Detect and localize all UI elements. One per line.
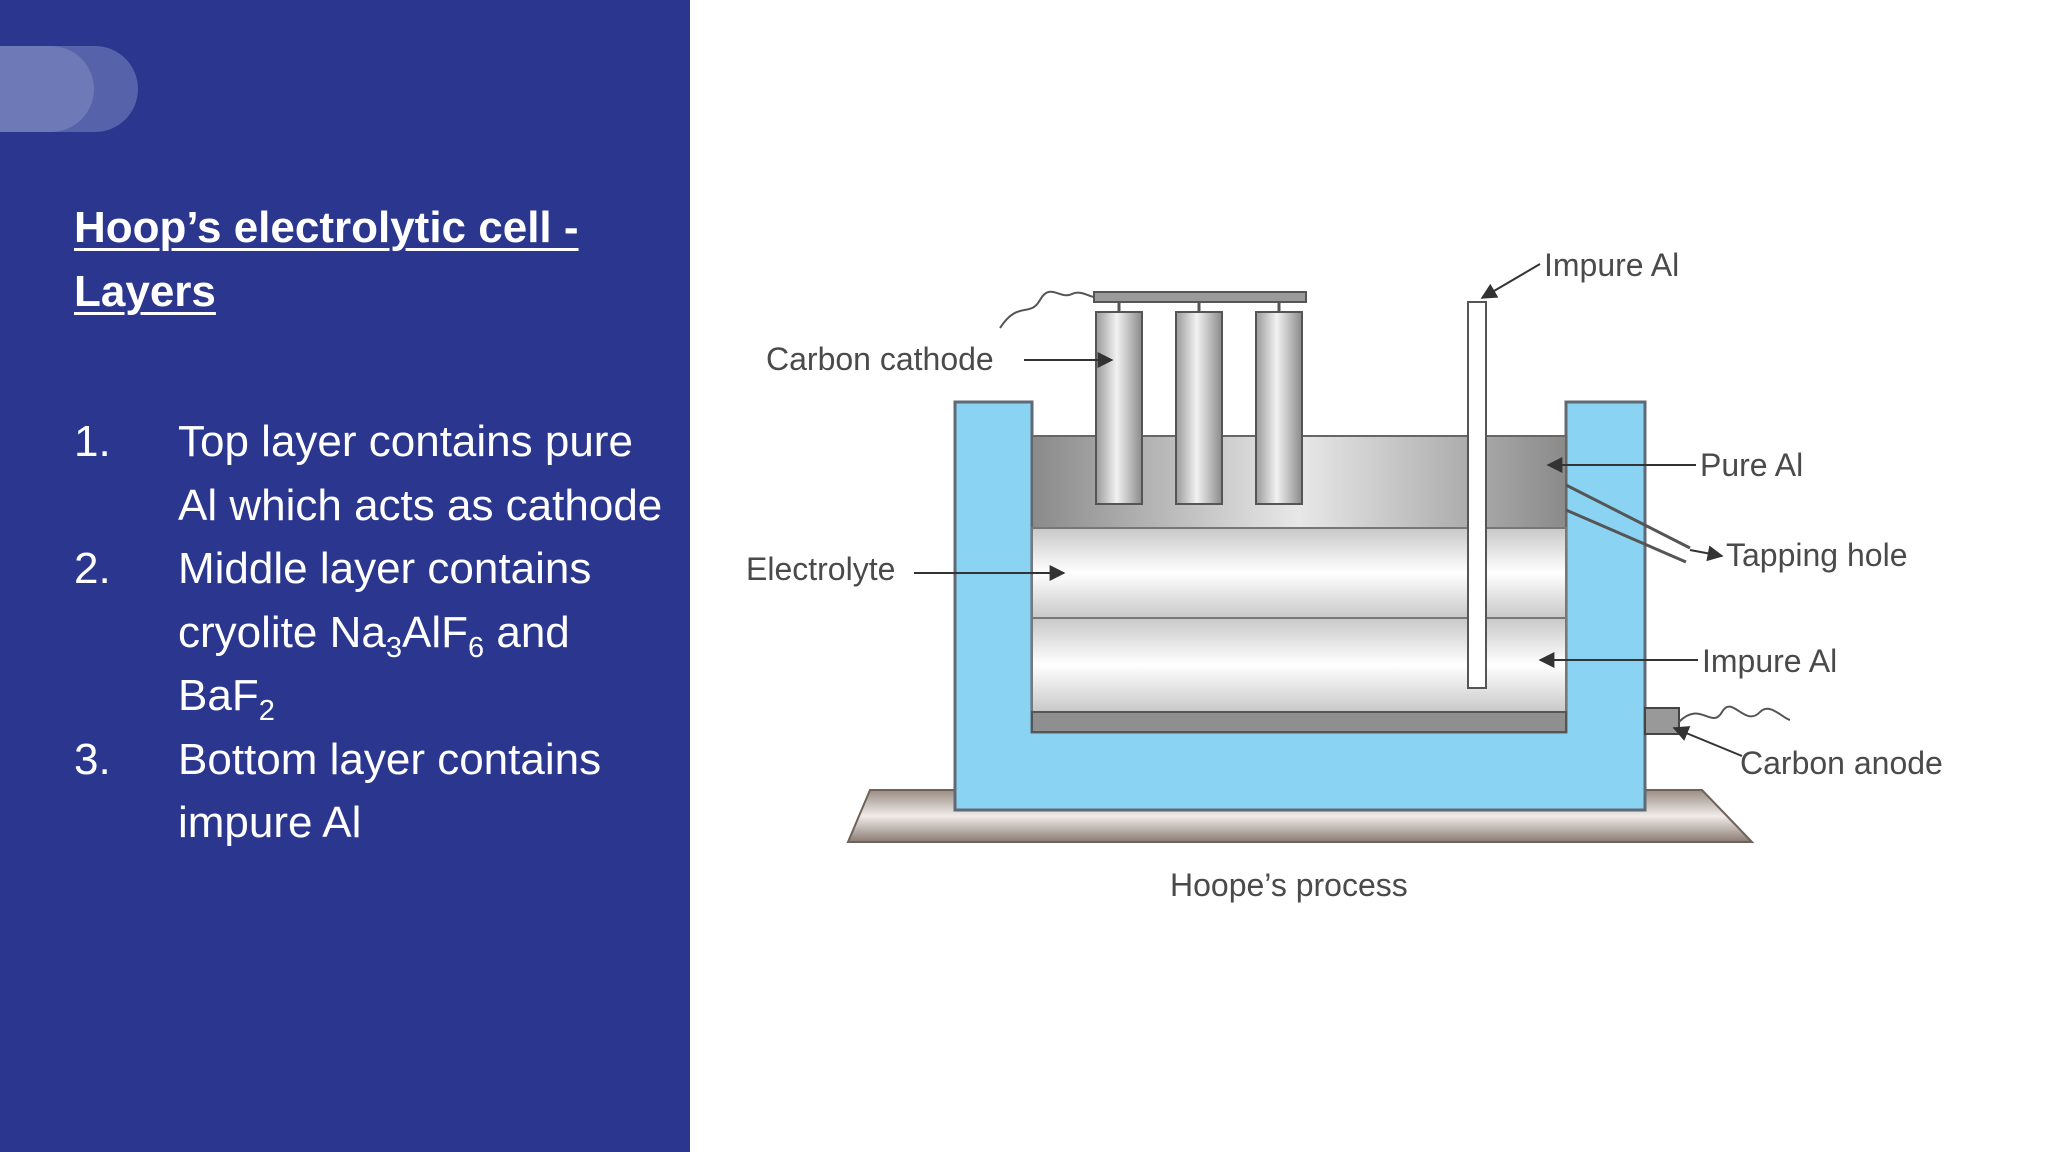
- subscript: 3: [385, 631, 402, 664]
- arrow-impure-al-top: [1480, 263, 1541, 299]
- label-impure-al-top: Impure Al: [1544, 247, 1679, 283]
- label-impure-al-bottom: Impure Al: [1702, 643, 1837, 679]
- feed-tube: [1467, 301, 1487, 689]
- text-part: and BaF: [178, 607, 570, 721]
- label-pure-al: Pure Al: [1700, 447, 1803, 483]
- carbon-cathode-rod: [1255, 311, 1303, 505]
- cathode-wire: [999, 290, 1095, 329]
- list-text: Middle layer contains cryolite Na3AlF6 a…: [178, 537, 674, 728]
- subscript: 2: [258, 695, 275, 727]
- diagram-caption: Hoope’s process: [1170, 867, 1408, 903]
- label-electrolyte: Electrolyte: [746, 551, 895, 587]
- arrow-carbon-anode: [1672, 726, 1743, 757]
- list-text: Bottom layer contains impure Al: [178, 734, 602, 848]
- anode-wire: [1678, 705, 1791, 723]
- carbon-cathode-rod: [1175, 311, 1223, 505]
- subscript: 6: [467, 631, 485, 664]
- label-carbon-anode: Carbon anode: [1740, 745, 1943, 781]
- label-tapping-hole: Tapping hole: [1726, 537, 1907, 573]
- tapping-hole-pipe-lower: [1565, 508, 1687, 564]
- text-part: Middle layer contains cryolite Na: [178, 544, 592, 657]
- list-number: 2.: [74, 544, 111, 593]
- decor-pill-inner: [0, 46, 94, 132]
- hoope-process-diagram: Carbon cathode Impure Al Pure Al Tapping…: [746, 247, 1943, 903]
- list-item: 3. Bottom layer contains impure Al: [74, 728, 674, 855]
- label-carbon-cathode: Carbon cathode: [766, 341, 994, 377]
- list-text: Top layer contains pure Al which acts as…: [178, 417, 663, 530]
- tapping-hole-pipe: [1565, 483, 1691, 550]
- cathode-bar: [1093, 291, 1307, 303]
- slide-title: Hoop’s electrolytic cell - Layers: [74, 203, 579, 316]
- list-number: 1.: [74, 417, 111, 466]
- points-list: 1. Top layer contains pure Al which acts…: [74, 410, 674, 855]
- arrow-tapping-hole: [1689, 545, 1724, 562]
- list-number: 3.: [74, 734, 111, 784]
- list-item: 1. Top layer contains pure Al which acts…: [74, 410, 674, 537]
- list-item: 2. Middle layer contains cryolite Na3AlF…: [74, 537, 674, 728]
- carbon-cathode-rod: [1095, 311, 1143, 505]
- carbon-anode-stub: [1644, 707, 1680, 735]
- left-panel: Hoop’s electrolytic cell - Layers 1. Top…: [0, 0, 690, 1152]
- tank-floor-strip: [1031, 711, 1567, 733]
- text-part: AlF: [401, 607, 468, 657]
